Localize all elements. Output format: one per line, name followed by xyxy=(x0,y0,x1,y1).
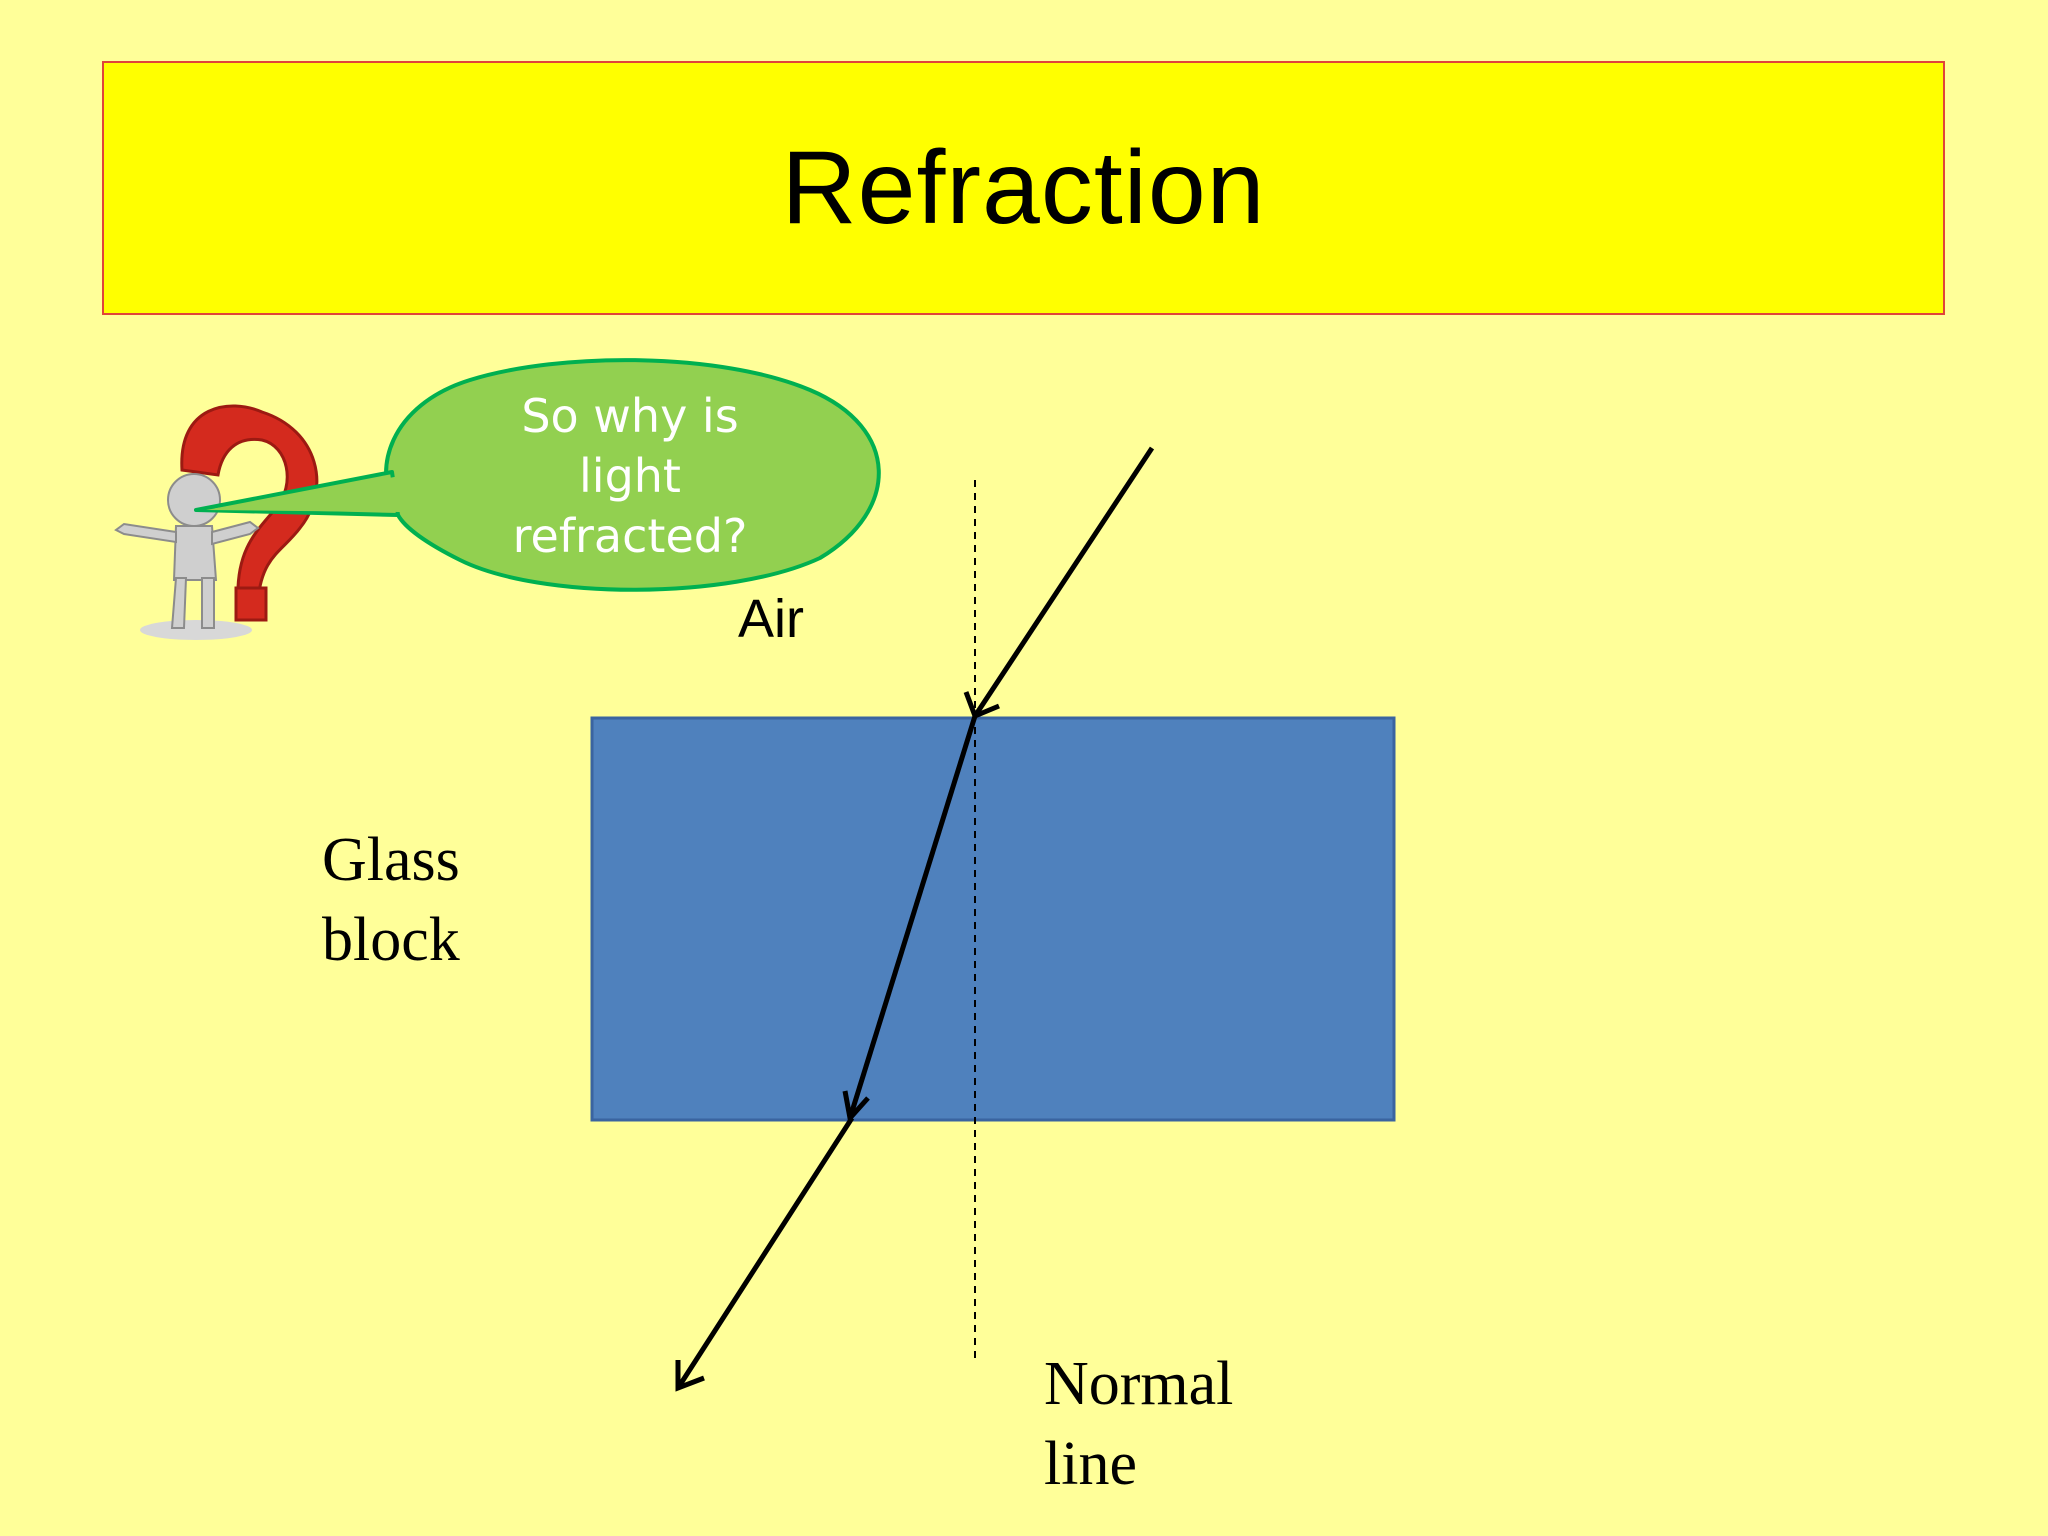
title-box: Refraction xyxy=(102,61,1945,315)
speech-bubble-text: So why is light refracted? xyxy=(512,389,748,563)
refracted-ray xyxy=(847,715,978,1119)
page-title: Refraction xyxy=(781,129,1266,246)
incident-ray xyxy=(972,446,1155,718)
question-mark-figure-icon xyxy=(114,404,319,640)
emergent-ray xyxy=(675,1116,855,1390)
speech-bubble xyxy=(194,358,881,592)
glass-block-label: Glass block xyxy=(322,826,460,974)
normal-line-label: Normal line xyxy=(1044,1350,1234,1498)
glass-block xyxy=(590,716,1396,1122)
arrow-head-icon xyxy=(675,1360,705,1392)
air-label: Air xyxy=(738,589,804,649)
